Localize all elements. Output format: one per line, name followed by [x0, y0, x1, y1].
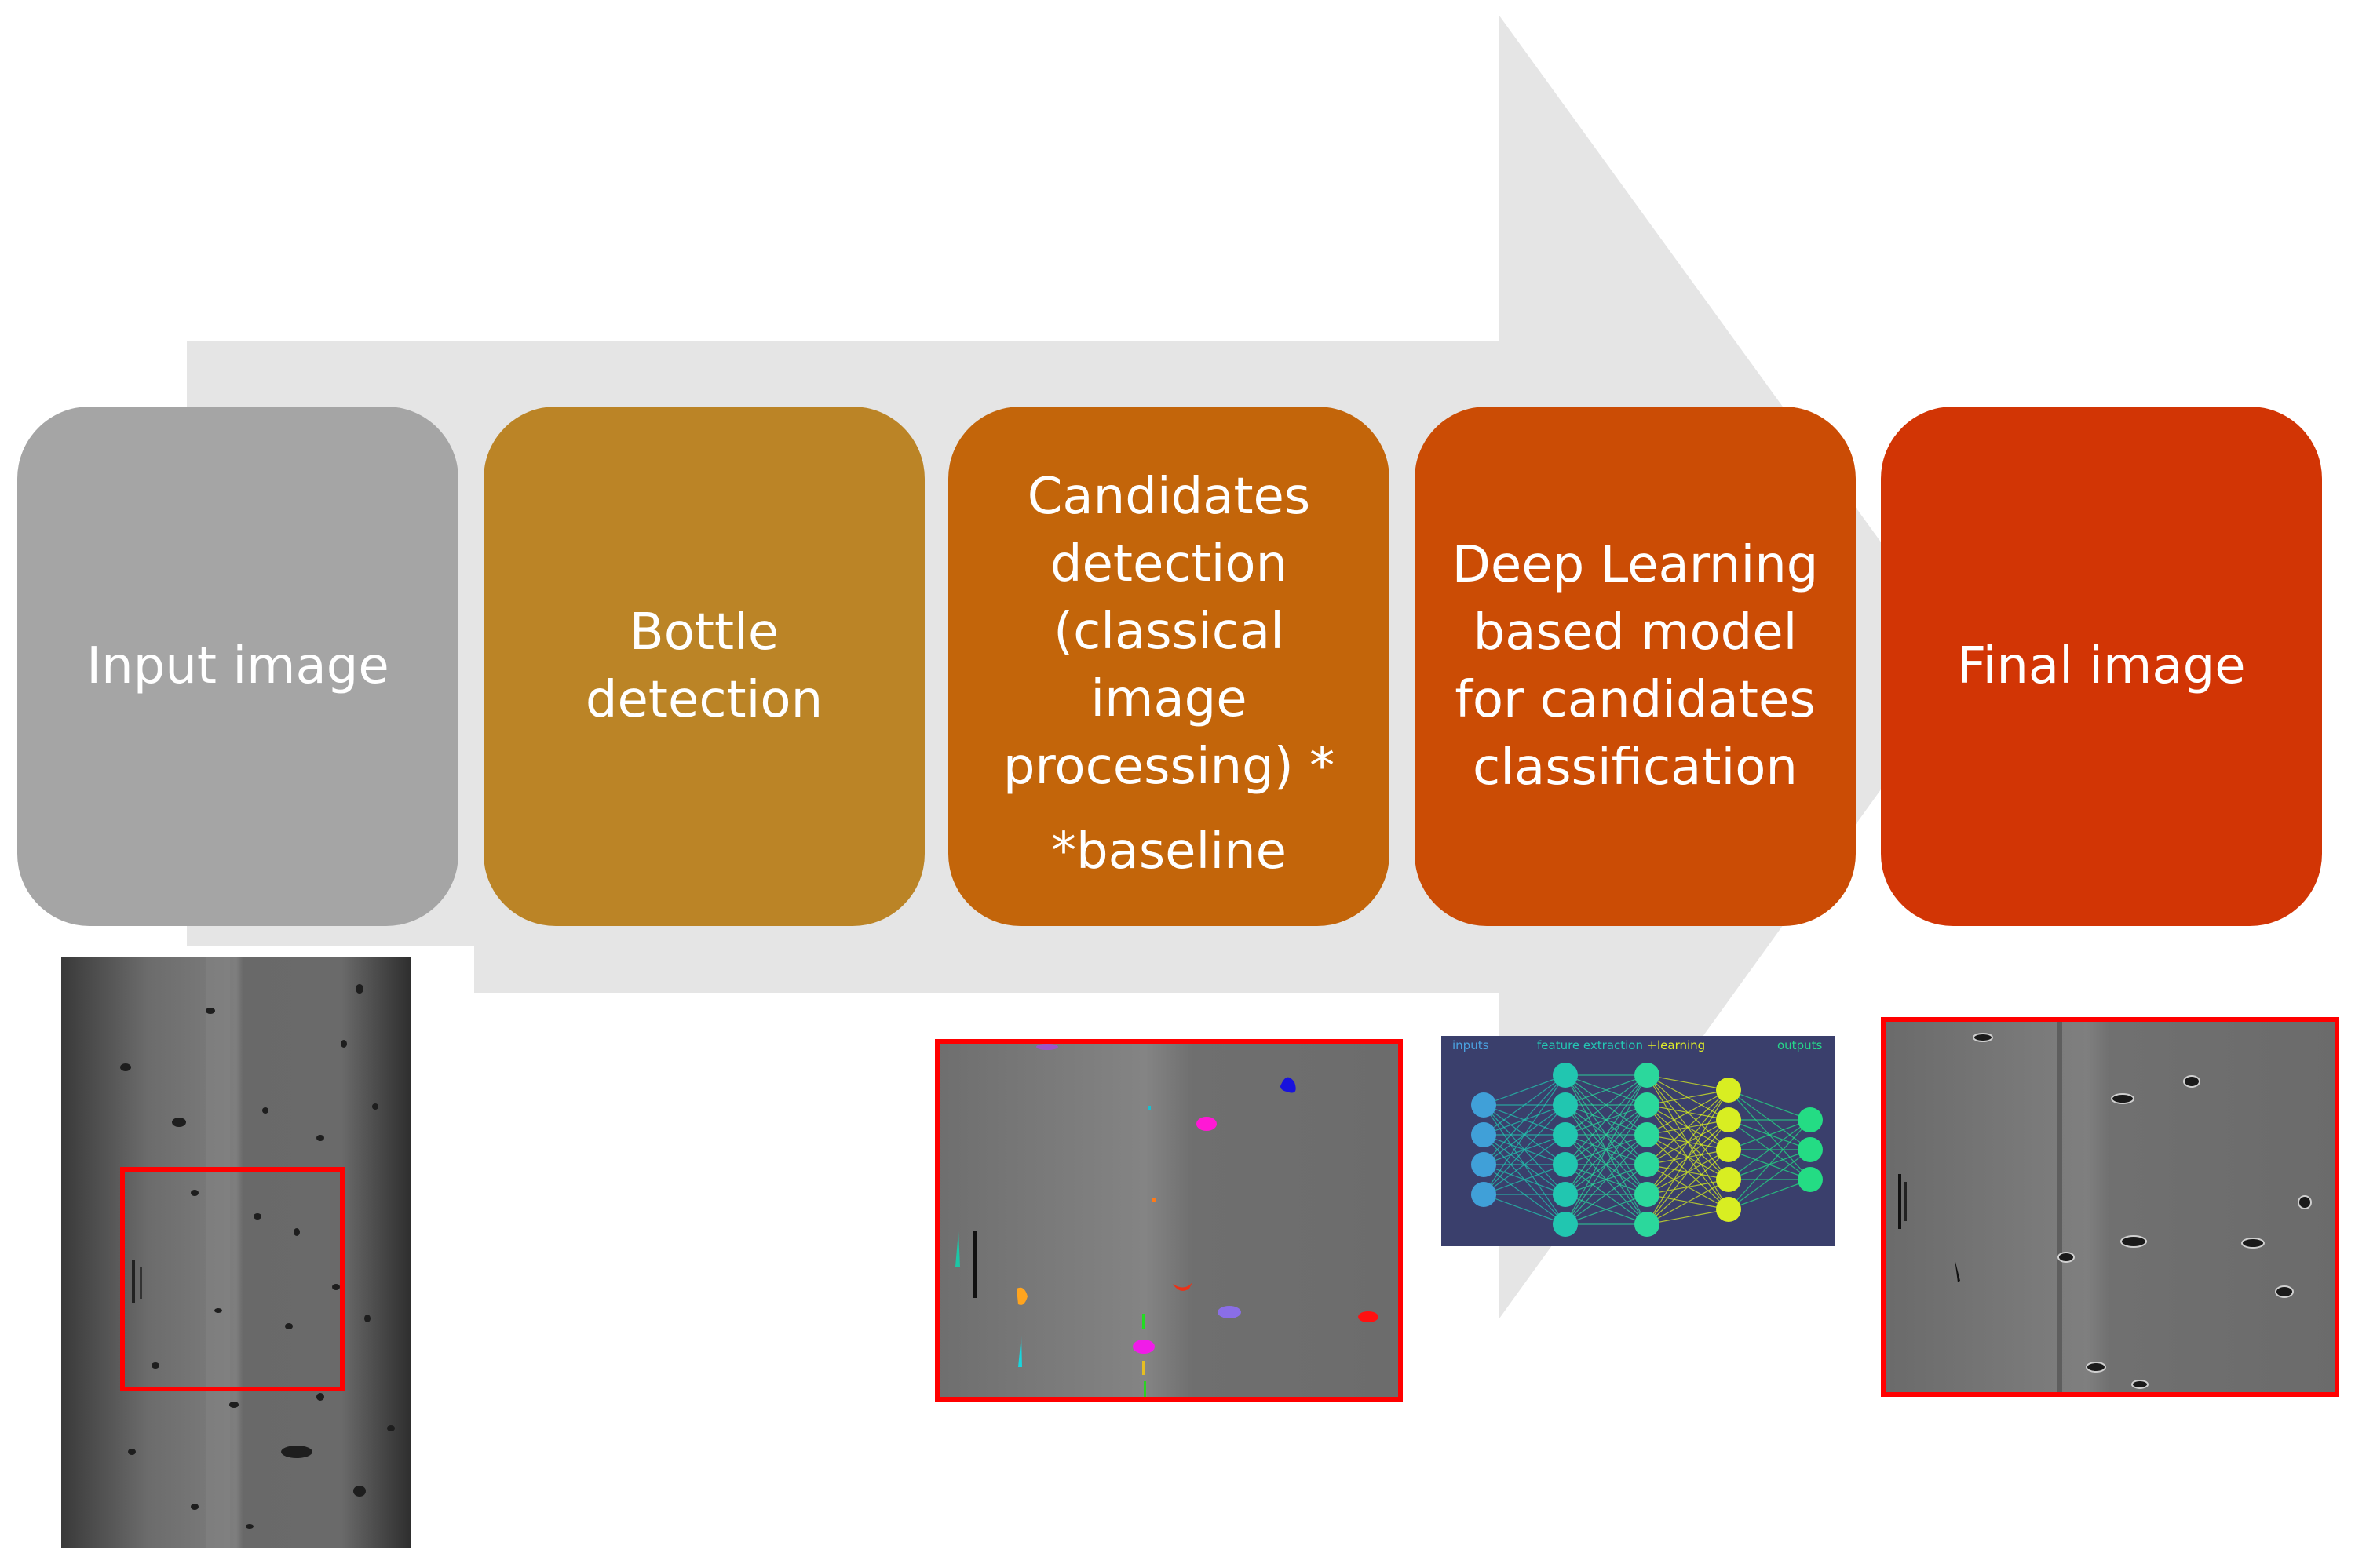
network-edge — [1483, 1074, 1566, 1106]
network-node — [1553, 1063, 1578, 1088]
network-plus-label: + — [1647, 1038, 1657, 1052]
neural-network-image: inputs feature extraction + learning out… — [1441, 1036, 1835, 1246]
network-edge — [1728, 1089, 1811, 1121]
step-input-image-label: Input image — [86, 637, 389, 695]
step-candidates-detection: Candidates detection (classical image pr… — [948, 407, 1389, 926]
network-node — [1716, 1078, 1741, 1103]
network-edge — [1646, 1089, 1729, 1136]
network-edge — [1565, 1104, 1648, 1225]
network-nodes — [1471, 1063, 1823, 1237]
network-edge — [1728, 1119, 1811, 1180]
network-node — [1634, 1092, 1659, 1118]
network-node — [1471, 1152, 1496, 1177]
network-edge — [1483, 1104, 1566, 1195]
network-node — [1634, 1182, 1659, 1207]
step-bottle-detection: Bottle detection — [484, 407, 925, 926]
network-edge — [1565, 1074, 1648, 1195]
network-edge — [1646, 1089, 1729, 1106]
final-image-frame — [1881, 1017, 2339, 1397]
network-edge — [1565, 1074, 1648, 1225]
step-input-image: Input image — [17, 407, 458, 926]
network-edge — [1646, 1074, 1729, 1091]
network-node — [1716, 1137, 1741, 1162]
network-edge — [1483, 1164, 1566, 1195]
network-edge — [1728, 1119, 1811, 1150]
network-outputs-label: outputs — [1777, 1038, 1822, 1052]
network-node — [1798, 1137, 1823, 1162]
input-bottle-image — [61, 957, 411, 1548]
network-edge — [1646, 1179, 1729, 1225]
network-edge — [1565, 1194, 1648, 1225]
network-edge — [1483, 1074, 1566, 1136]
network-edge — [1565, 1134, 1648, 1225]
network-node — [1553, 1122, 1578, 1147]
network-edge — [1565, 1074, 1648, 1106]
network-node — [1471, 1122, 1496, 1147]
network-node — [1716, 1167, 1741, 1192]
step-deep-learning-label: Deep Learning based model for candidates… — [1451, 536, 1819, 797]
network-edge — [1646, 1149, 1729, 1225]
step-candidates-detection-label: Candidates detection (classical image pr… — [1002, 468, 1335, 796]
network-node — [1634, 1152, 1659, 1177]
network-node — [1471, 1182, 1496, 1207]
network-edge — [1646, 1089, 1729, 1195]
network-node — [1553, 1092, 1578, 1118]
step-final-image-label: Final image — [1957, 637, 2246, 695]
network-node — [1634, 1063, 1659, 1088]
network-node — [1553, 1212, 1578, 1237]
network-node — [1716, 1197, 1741, 1222]
network-node — [1798, 1167, 1823, 1192]
network-edge — [1728, 1149, 1811, 1210]
network-edge — [1728, 1119, 1811, 1210]
network-node — [1471, 1092, 1496, 1118]
candidates-image-frame — [935, 1039, 1403, 1402]
network-feature-extraction-label: feature extraction — [1537, 1038, 1643, 1052]
network-edge — [1646, 1089, 1729, 1225]
network-learning-label: learning — [1657, 1038, 1705, 1052]
step-bottle-detection-label: Bottle detection — [585, 603, 823, 729]
network-edge — [1483, 1134, 1566, 1195]
step-final-image: Final image — [1881, 407, 2322, 926]
network-node — [1634, 1212, 1659, 1237]
network-node — [1798, 1107, 1823, 1132]
network-connections — [1483, 1074, 1811, 1225]
network-node — [1634, 1122, 1659, 1147]
network-node — [1553, 1152, 1578, 1177]
baseline-note: *baseline — [1050, 822, 1287, 881]
network-edge — [1483, 1074, 1566, 1195]
network-edge — [1646, 1209, 1729, 1225]
network-edge — [1728, 1179, 1811, 1210]
network-edge — [1646, 1089, 1729, 1165]
network-edge — [1565, 1074, 1648, 1136]
input-roi-box — [120, 1167, 345, 1391]
network-edge — [1646, 1119, 1729, 1225]
network-edge — [1483, 1074, 1566, 1165]
network-inputs-label: inputs — [1452, 1038, 1489, 1052]
final-result-image — [1881, 1017, 2339, 1397]
network-edge — [1483, 1194, 1566, 1225]
network-edge — [1565, 1074, 1648, 1165]
candidates-detection-image — [935, 1039, 1403, 1402]
network-edge — [1565, 1164, 1648, 1225]
step-deep-learning: Deep Learning based model for candidates… — [1415, 407, 1856, 926]
network-node — [1716, 1107, 1741, 1132]
network-node — [1553, 1182, 1578, 1207]
